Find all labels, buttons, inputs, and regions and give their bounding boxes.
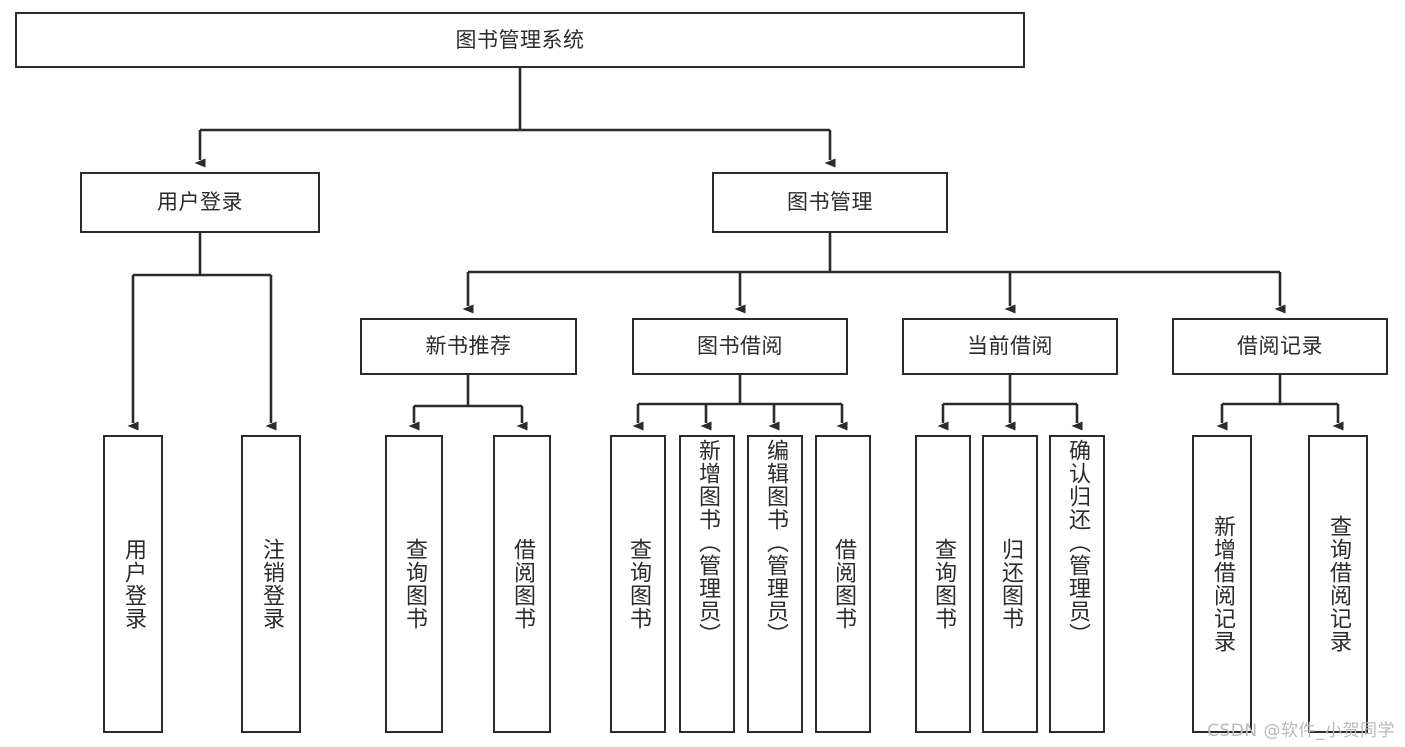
leaf-query-borrow-record[interactable]: 查询借阅记录 [1308,435,1368,733]
node-book-management-system[interactable]: 图书管理系统 [15,12,1025,68]
csdn-watermark: CSDN @软件_小贺同学 [1207,721,1395,741]
leaf-user-login[interactable]: 用户登录 [103,435,163,733]
node-label: 归还图书 [997,538,1023,630]
node-label: 新书推荐 [425,334,512,359]
node-label: 图书管理 [787,190,873,215]
leaf-return-book[interactable]: 归还图书 [982,435,1038,733]
leaf-add-book-admin[interactable]: 新增图书（管理员） [679,435,735,733]
node-label: 注销登录 [258,538,284,630]
node-label: 当前借阅 [967,334,1053,359]
node-book-manage[interactable]: 图书管理 [712,172,948,233]
node-label: 借阅记录 [1237,334,1323,359]
node-current-borrow[interactable]: 当前借阅 [902,318,1118,375]
node-label: 查询图书 [625,538,651,630]
node-label: 编辑图书（管理员） [762,439,788,646]
leaf-logout-login[interactable]: 注销登录 [241,435,301,733]
node-label: 查询借阅记录 [1325,515,1351,653]
node-label: 用户登录 [120,538,146,630]
leaf-edit-book-admin[interactable]: 编辑图书（管理员） [747,435,803,733]
leaf-borrow-book-recommend[interactable]: 借阅图书 [493,435,551,733]
leaf-query-book-recommend[interactable]: 查询图书 [385,435,443,733]
leaf-query-book-borrow[interactable]: 查询图书 [610,435,666,733]
node-label: 用户登录 [157,190,243,215]
leaf-add-borrow-record[interactable]: 新增借阅记录 [1192,435,1252,733]
node-label: 确认归还（管理员） [1064,439,1090,646]
node-label: 借阅图书 [509,538,535,630]
node-user-login[interactable]: 用户登录 [80,172,320,233]
leaf-borrow-book-borrow[interactable]: 借阅图书 [815,435,871,733]
leaf-query-book-current[interactable]: 查询图书 [915,435,971,733]
node-label: 查询图书 [930,538,956,630]
node-new-book-recommend[interactable]: 新书推荐 [360,318,577,375]
node-label: 借阅图书 [830,538,856,630]
node-label: 图书借阅 [697,334,783,359]
node-label: 新增借阅记录 [1209,515,1235,653]
node-borrow-record[interactable]: 借阅记录 [1172,318,1388,375]
node-label: 新增图书（管理员） [694,439,720,646]
node-label: 查询图书 [401,538,427,630]
node-label: 图书管理系统 [455,27,585,52]
node-book-borrow[interactable]: 图书借阅 [632,318,848,375]
leaf-confirm-return-admin[interactable]: 确认归还（管理员） [1049,435,1105,733]
